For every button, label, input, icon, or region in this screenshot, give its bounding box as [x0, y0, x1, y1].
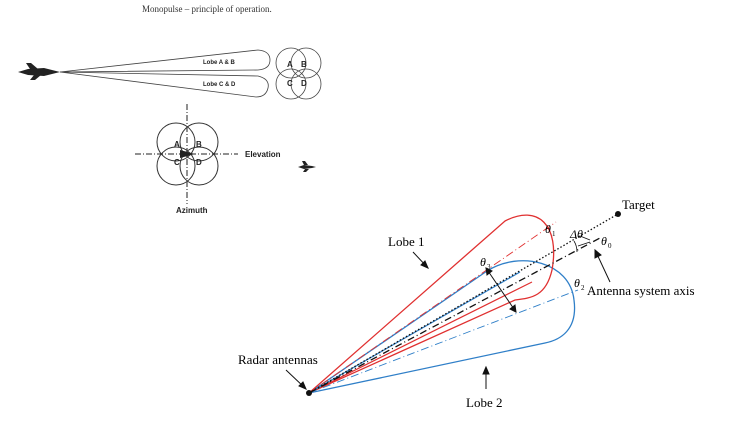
- cross-quad-c: C: [174, 158, 180, 167]
- lobe1-axis: [308, 221, 557, 394]
- lobe1-arrow: [412, 251, 429, 269]
- top-quad-c: C: [287, 79, 293, 88]
- theta3-arrow: [485, 267, 517, 313]
- monopulse-main-diagram: Lobe 1 Lobe 2 Radar antennas Target Ante…: [238, 197, 695, 410]
- delta-theta-arc: [573, 240, 578, 253]
- svg-text:θ: θ: [545, 222, 551, 236]
- lobe2-axis: [308, 289, 579, 394]
- cross-quad-a: A: [174, 140, 180, 149]
- lobe-cd-label: Lobe C & D: [203, 82, 236, 88]
- lobe2-shape: [308, 260, 576, 394]
- center-marker: [180, 150, 195, 158]
- lobe2-label: Lobe 2: [466, 395, 502, 410]
- theta2-label: θ 2: [574, 276, 585, 292]
- svg-text:θ: θ: [574, 276, 580, 290]
- cross-quad-b: B: [196, 140, 202, 149]
- lobe1-shape: [308, 214, 555, 394]
- figure-caption: Monopulse – principle of operation.: [142, 4, 272, 14]
- theta1-label: θ 1: [545, 222, 556, 238]
- theta0-arrows: [577, 235, 591, 247]
- lobe-cd-shape: [59, 71, 269, 98]
- azimuth-label: Azimuth: [176, 206, 208, 215]
- lobe1-label: Lobe 1: [388, 234, 424, 249]
- theta0-label: θ 0: [601, 234, 612, 250]
- svg-text:θ: θ: [480, 255, 486, 269]
- svg-text:2: 2: [581, 284, 585, 292]
- target-line: [308, 213, 619, 394]
- antenna-system-axis-line: [308, 237, 601, 394]
- svg-text:3: 3: [487, 263, 491, 271]
- axis-label-arrow: [594, 248, 611, 283]
- lobe2-inner-line: [308, 271, 521, 394]
- radar-arrow: [285, 369, 307, 390]
- target-label: Target: [622, 197, 655, 212]
- antenna-axis-label: Antenna system axis: [587, 283, 695, 298]
- top-quad-circles: [275, 47, 322, 100]
- theta3-label: θ 3: [480, 255, 491, 271]
- svg-text:θ: θ: [601, 234, 607, 248]
- top-lobe-diagram: Lobe A & B Lobe C & D A B C D: [18, 47, 322, 100]
- top-quad-b: B: [301, 60, 307, 69]
- lobe1-inner-line: [308, 281, 533, 394]
- radar-antennas-label: Radar antennas: [238, 352, 318, 367]
- top-quad-a: A: [287, 60, 293, 69]
- cross-quad-circles: [156, 122, 219, 186]
- small-jet-icon: [298, 161, 316, 172]
- lobe-ab-label: Lobe A & B: [203, 60, 236, 66]
- svg-text:0: 0: [608, 242, 612, 250]
- lobe-ab-shape: [59, 49, 271, 73]
- cross-quad-d: D: [196, 158, 202, 167]
- target-dot: [615, 211, 621, 217]
- top-quad-d: D: [301, 79, 307, 88]
- elevation-label: Elevation: [245, 150, 281, 159]
- svg-text:1: 1: [552, 230, 556, 238]
- lobe2-arrow: [482, 365, 490, 389]
- radar-antenna-dot: [306, 390, 312, 396]
- cross-diagram: A B C D Elevation Azimuth: [135, 104, 316, 215]
- aircraft-icon: [18, 63, 60, 80]
- delta-theta-label: Δθ: [569, 227, 583, 241]
